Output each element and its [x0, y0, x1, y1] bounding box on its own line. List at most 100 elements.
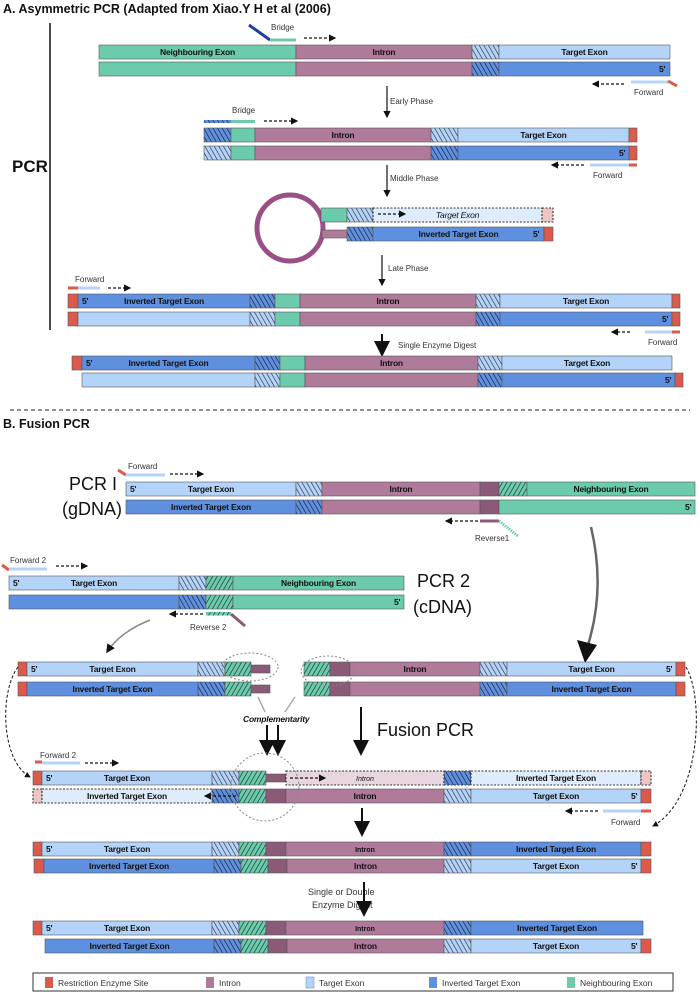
legend-swatch-intron: [206, 977, 214, 988]
restriction-site-segment: [675, 661, 686, 677]
dashed-restriction-site-segment: [541, 207, 554, 223]
forward-label: Forward: [611, 818, 640, 827]
pcr1-label: PCR I: [69, 474, 117, 494]
digest-label-line1: Single or Double: [308, 887, 375, 897]
neighbouring-exon-label: Neighbouring Exon: [160, 47, 235, 57]
forward2-label: Forward 2: [40, 751, 77, 760]
neighbouring-exon-segment: [320, 207, 348, 223]
single-enzyme-digest-label: Single Enzyme Digest: [398, 341, 477, 350]
hatched-junction-segment: [475, 293, 501, 309]
intron-junction-segment: [250, 664, 271, 674]
forward-label: Forward: [593, 171, 622, 180]
legend-label-intron: Intron: [219, 978, 241, 988]
hatched-junction-segment: [295, 481, 323, 497]
intron-segment: [304, 372, 479, 388]
hatched-junction-segment: [443, 938, 472, 954]
restriction-site-segment: [67, 293, 79, 309]
legend-swatch-inverted: [429, 977, 437, 988]
late-phase-label: Late Phase: [388, 264, 429, 273]
inverted-target-exon-label: Inverted Target Exon: [171, 502, 251, 512]
intron-junction-segment: [479, 499, 500, 515]
five-prime-label: 5': [46, 773, 53, 783]
legend-swatch-neighbouring: [567, 977, 575, 988]
hatched-junction-segment: [213, 858, 242, 874]
five-prime-label: 5': [533, 229, 540, 239]
inverted-target-exon-label: Inverted Target Exon: [90, 941, 170, 951]
hatched-junction-segment: [346, 226, 374, 242]
legend-label-inverted: Inverted Target Exon: [442, 978, 521, 988]
neighbouring-exon-segment: [230, 145, 256, 161]
intron-label: Intron: [373, 47, 396, 57]
target-exon-label: Target Exon: [561, 47, 607, 57]
neighbouring-exon-segment: [232, 594, 405, 610]
complementarity-pointer: [257, 696, 266, 713]
intron-junction-segment: [265, 841, 287, 857]
hatched-junction-segment: [254, 355, 281, 371]
target-exon-label: Target Exon: [188, 484, 234, 494]
five-prime-label: 5': [662, 314, 669, 324]
five-prime-label: 5': [685, 502, 692, 512]
neighbouring-exon-segment: [498, 499, 696, 515]
restriction-site-segment: [640, 788, 652, 804]
forward-primer-tail: [117, 468, 127, 477]
complementarity-circle: [221, 652, 279, 682]
target-exon-label: Target Exon: [564, 358, 610, 368]
intron-label: Intron: [355, 926, 375, 933]
hatched-junction-segment: [443, 920, 472, 936]
intron-label: Intron: [354, 861, 377, 871]
inverted-target-exon-label: Inverted Target Exon: [87, 791, 167, 801]
target-exon-label: Target Exon: [89, 664, 135, 674]
intron-segment: [295, 61, 473, 77]
target-exon-label: Target Exon: [533, 791, 579, 801]
inverted-target-exon-segment: [457, 145, 630, 161]
restriction-site-segment: [71, 355, 83, 371]
hatched-junction-segment: [479, 681, 508, 697]
restriction-site-segment: [671, 311, 681, 327]
intron-label: Intron: [404, 664, 427, 674]
hatched-junction-segment: [249, 293, 276, 309]
intron-loop: [254, 192, 326, 264]
five-prime-label: 5': [631, 861, 638, 871]
inverted-target-exon-label: Inverted Target Exon: [129, 358, 209, 368]
target-exon-label: Target Exon: [533, 941, 579, 951]
hatched-junction-segment: [211, 841, 240, 857]
legend-label-restriction: Restriction Enzyme Site: [58, 978, 148, 988]
intron-label: Intron: [390, 484, 413, 494]
restriction-site-segment: [640, 841, 652, 857]
inverted-target-exon-label: Inverted Target Exon: [516, 773, 596, 783]
intron-label: Intron: [354, 941, 377, 951]
intron-label: Intron: [380, 358, 403, 368]
inverted-target-exon-segment: [499, 311, 673, 327]
hatched-neighbouring-segment: [303, 661, 331, 677]
pcr-side-label: PCR: [12, 157, 48, 176]
hatched-junction-segment: [211, 770, 240, 786]
inverted-target-exon-segment: [8, 594, 180, 610]
target-exon-label: Target Exon: [104, 923, 150, 933]
reverse2-primer-tail: [230, 612, 246, 628]
hatched-junction-segment: [479, 661, 508, 677]
hatched-junction-segment: [197, 681, 226, 697]
hatched-junction-segment: [213, 938, 242, 954]
complementarity-pointer: [284, 696, 296, 713]
restriction-site-segment: [17, 661, 28, 677]
five-prime-label: 5': [666, 664, 673, 674]
transfer-arrow-curved: [106, 619, 151, 654]
hatched-junction-segment: [346, 207, 374, 223]
inverted-target-exon-segment: [498, 61, 671, 77]
target-exon-label: Target Exon: [71, 578, 117, 588]
neighbouring-exon-segment: [274, 293, 301, 309]
five-prime-label: 5': [31, 664, 38, 674]
target-exon-label: Target Exon: [104, 773, 150, 783]
hatched-neighbouring-segment: [238, 788, 267, 804]
neighbouring-exon-segment: [230, 127, 256, 143]
intron-junction-segment: [265, 920, 287, 936]
intron-segment: [349, 681, 481, 697]
hatched-junction-segment: [197, 661, 226, 677]
bridge-primer-tail: [248, 23, 271, 42]
inverted-target-exon-label: Inverted Target Exon: [73, 684, 153, 694]
target-exon-label: Target Exon: [533, 861, 579, 871]
five-prime-label: 5': [631, 941, 638, 951]
hatched-junction-segment: [443, 858, 472, 874]
forward2-label: Forward 2: [10, 556, 47, 565]
